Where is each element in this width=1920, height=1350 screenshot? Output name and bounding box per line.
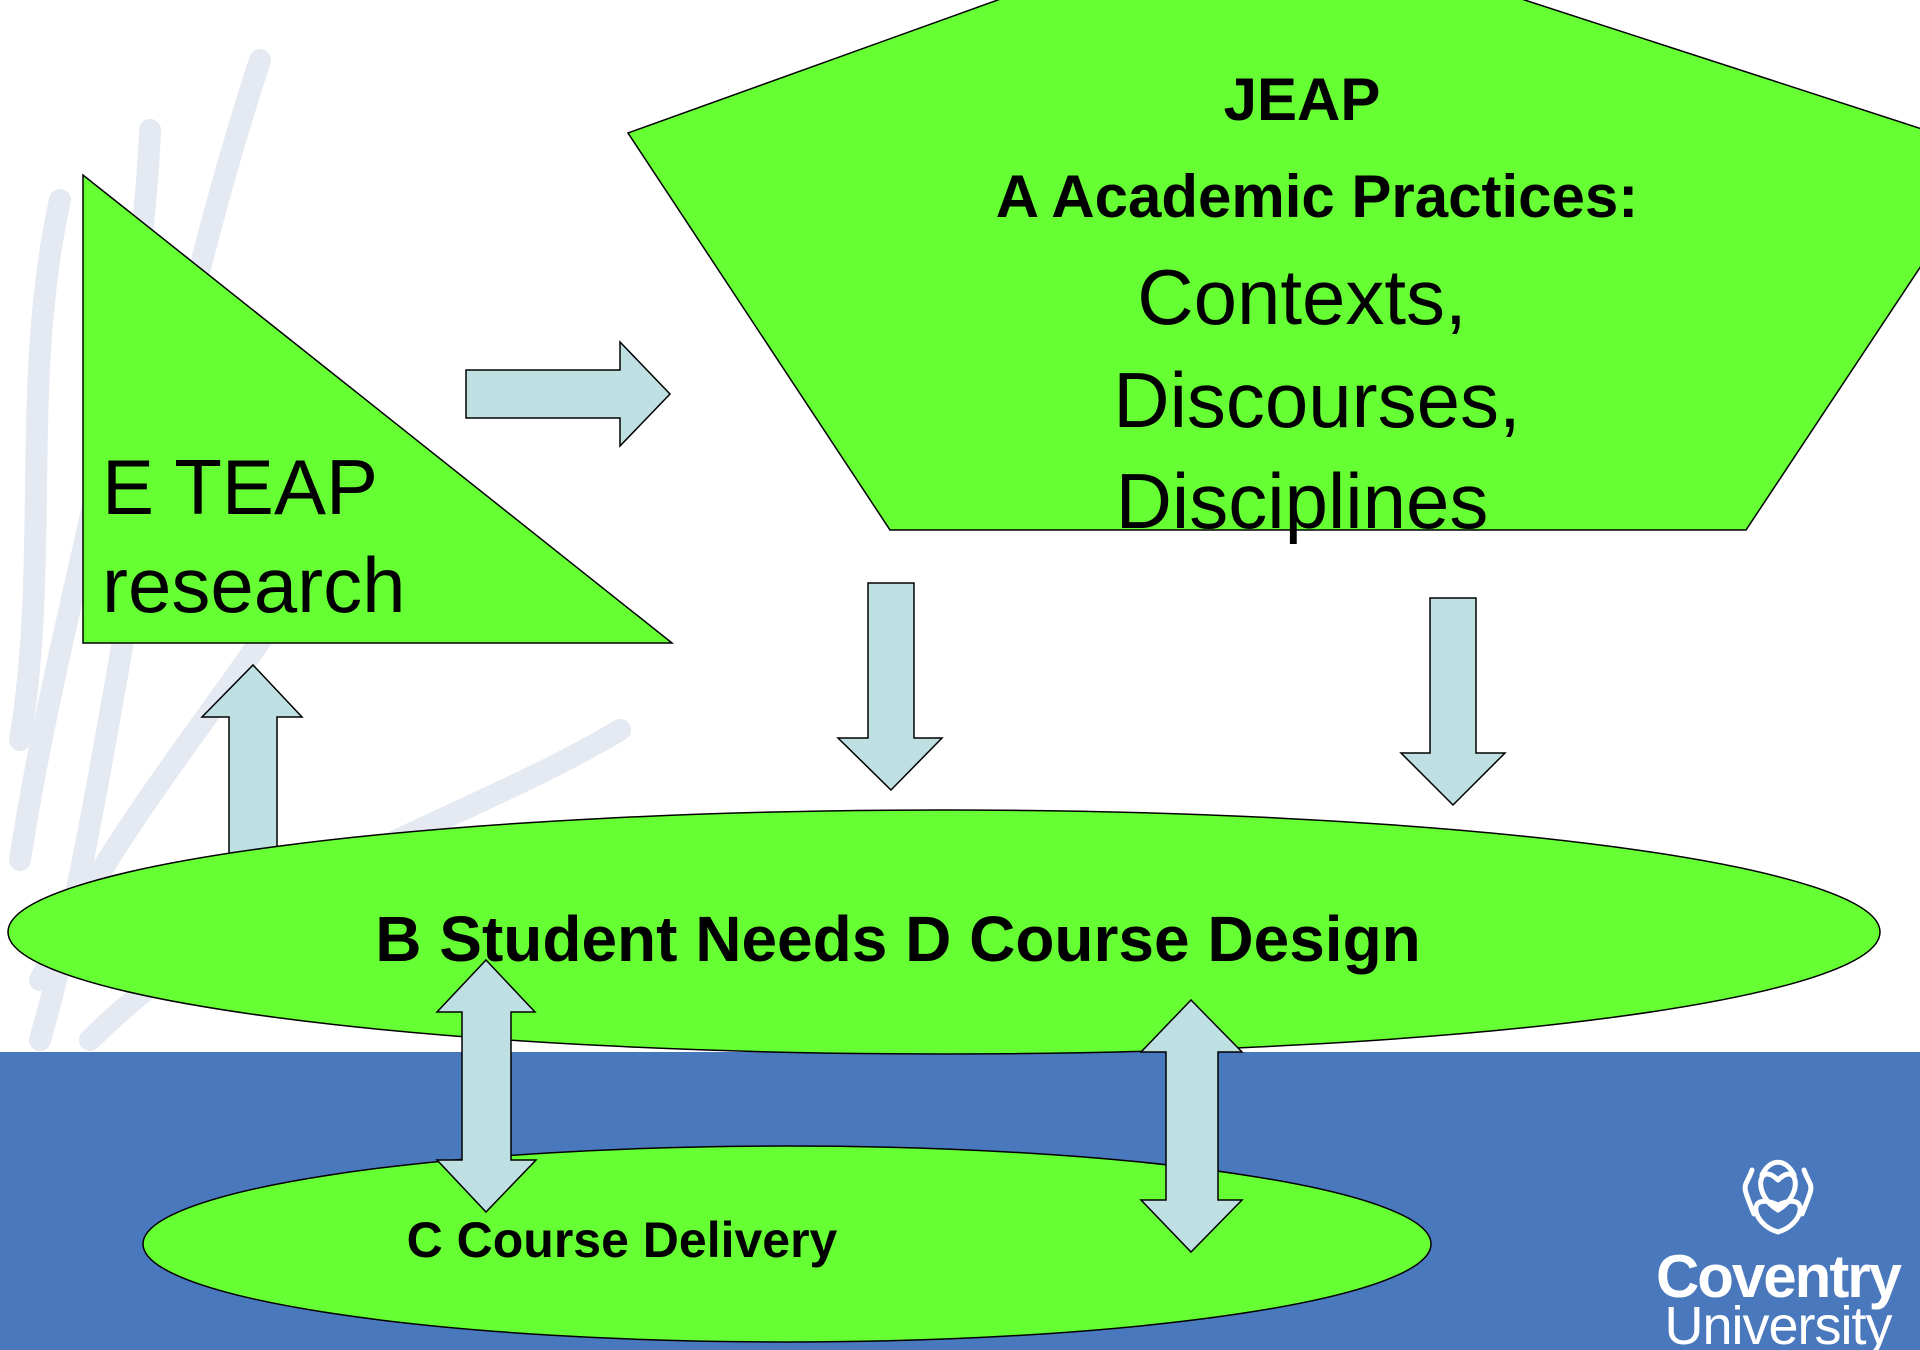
logo-word-university: University xyxy=(1664,1296,1892,1350)
needs-design-label: B Student Needs D Course Design xyxy=(375,903,1421,975)
jeap-pentagon xyxy=(626,0,1920,531)
jeap-line-disciplines: Disciplines xyxy=(1116,457,1489,545)
arrow-needs-delivery-left xyxy=(435,958,538,1214)
logo-word-coventry: Coventry xyxy=(1656,1243,1903,1310)
arrow-needs-delivery-right xyxy=(1139,998,1244,1254)
arrow-teap-to-jeap xyxy=(465,340,672,448)
coventry-logo: Coventry University xyxy=(1656,1159,1905,1350)
delivery-label: C Course Delivery xyxy=(407,1212,838,1268)
watermark-leaf xyxy=(9,189,71,751)
jeap-line-contexts: Contexts, xyxy=(1137,253,1466,341)
teap-line-1: E TEAP xyxy=(102,443,378,531)
jeap-subtitle: A Academic Practices: xyxy=(996,163,1639,230)
jeap-title: JEAP xyxy=(1224,66,1381,133)
teap-line-2: research xyxy=(102,541,405,629)
teap-triangle xyxy=(82,173,675,644)
delivery-ellipse xyxy=(142,1145,1432,1343)
arrow-jeap-to-needs-right xyxy=(1399,597,1507,807)
arrow-jeap-to-needs-left xyxy=(836,582,944,792)
phoenix-icon xyxy=(1742,1159,1814,1235)
arrow-needs-to-teap xyxy=(200,663,304,871)
jeap-line-discourses: Discourses, xyxy=(1113,356,1520,444)
